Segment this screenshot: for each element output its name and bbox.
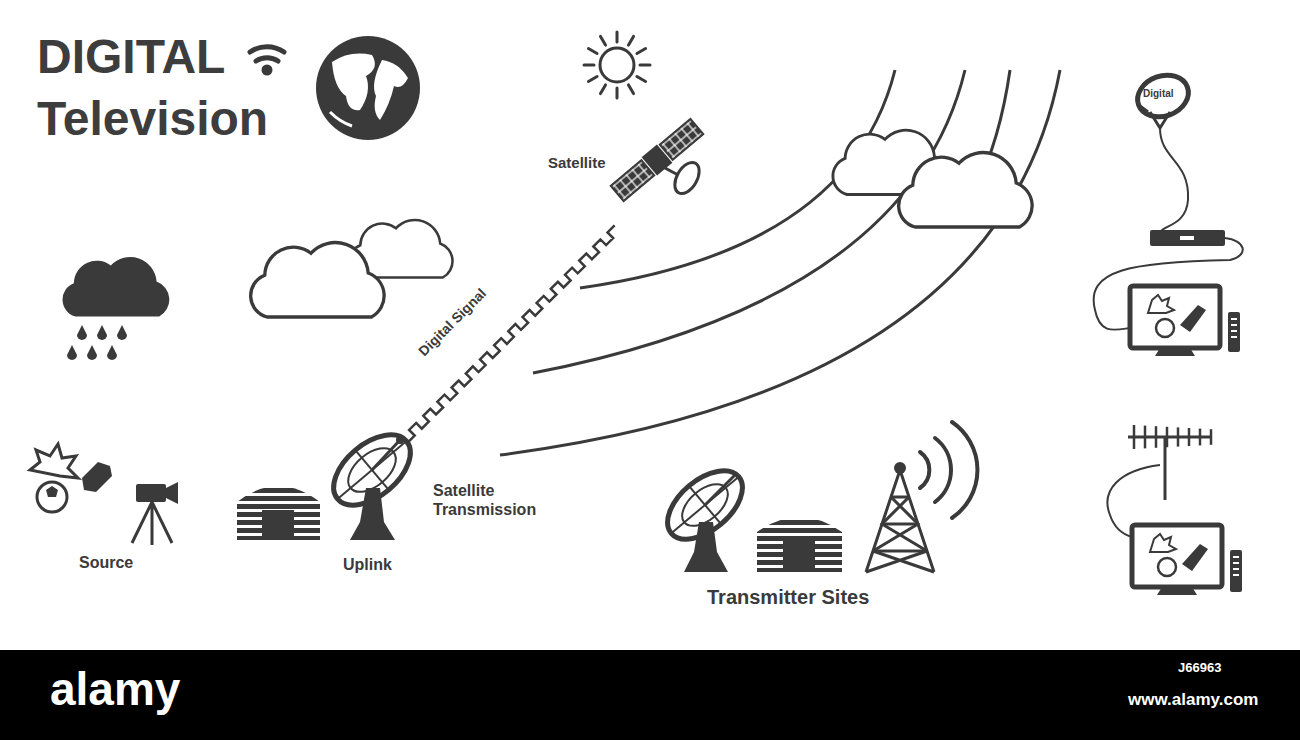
sun-ray	[616, 32, 619, 42]
sun-ray	[601, 85, 606, 94]
antenna-element	[1188, 428, 1191, 446]
wifi-icon	[250, 47, 284, 73]
transmitter-label: Transmitter Sites	[707, 585, 869, 609]
sun-ray	[588, 77, 597, 82]
sun-ray	[629, 36, 634, 45]
watermark-logo: alamy	[50, 662, 180, 717]
antenna-element	[1210, 429, 1213, 445]
antenna-element	[1199, 429, 1202, 446]
rain-cloud	[63, 257, 170, 360]
sun-ray	[616, 88, 619, 98]
sun-ray	[584, 64, 594, 67]
broadcast-arcs	[500, 70, 1060, 455]
antenna-element	[1144, 426, 1147, 449]
sun-ray	[640, 64, 650, 67]
watermark-bar	[0, 650, 1300, 740]
sun-icon	[584, 32, 650, 98]
watermark-url: www.alamy.com	[1128, 690, 1258, 710]
transmitter-site	[655, 422, 977, 572]
satellite-label: Satellite	[548, 154, 606, 172]
sun-ray	[637, 77, 646, 82]
satellite-receiver	[1094, 68, 1243, 356]
source-label: Source	[79, 553, 133, 572]
sun-ray	[637, 49, 646, 54]
terrestrial-receiver	[1107, 425, 1242, 595]
dish-label: Digital	[1143, 88, 1174, 100]
source-icons	[30, 444, 178, 545]
signal-label: Digital Signal	[415, 285, 490, 360]
sun-ray	[601, 36, 606, 45]
antenna-element	[1155, 426, 1158, 448]
uplink-label: Uplink	[343, 555, 392, 574]
diagram-title: DIGITAL Television	[37, 26, 292, 150]
globe-icon	[316, 36, 420, 140]
uplink-station	[237, 421, 423, 540]
antenna-element	[1177, 427, 1180, 446]
image-id: J66963	[1178, 660, 1221, 676]
clouds	[251, 130, 1032, 317]
sun-ray	[588, 49, 597, 54]
digital-signal-wave	[402, 225, 615, 442]
antenna-element	[1133, 425, 1136, 449]
sun-ray	[629, 85, 634, 94]
satellite-icon	[609, 117, 704, 202]
transmission-label: Satellite Transmission	[433, 481, 558, 519]
